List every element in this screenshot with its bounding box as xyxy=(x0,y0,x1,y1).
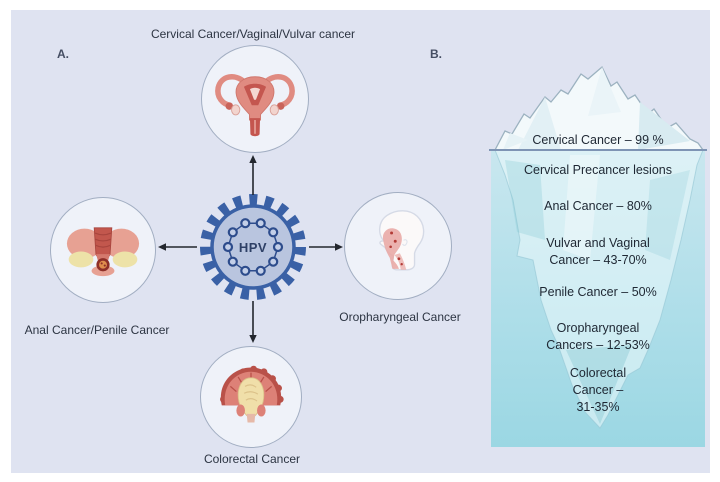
node-oropharyngeal-cancer xyxy=(344,192,452,300)
node-colorectal-cancer xyxy=(200,346,302,448)
hpv-label: HPV xyxy=(238,239,268,255)
anorectal-icon xyxy=(59,204,147,297)
iceberg-label-oropharyngeal-cancers: Oropharyngeal Cancers – 12-53% xyxy=(546,321,650,352)
panel-b-marker: B. xyxy=(430,47,442,61)
label-cervical-vaginal-vulvar: Cervical Cancer/Vaginal/Vulvar cancer xyxy=(150,27,356,41)
iceberg-label-anal-cancer: Anal Cancer – 80% xyxy=(544,199,652,213)
head-throat-icon xyxy=(352,198,444,295)
waterline xyxy=(489,149,707,151)
iceberg-label-penile-cancer: Penile Cancer – 50% xyxy=(539,285,657,299)
iceberg-label-vulvar-vaginal-cancer: Vulvar and Vaginal Cancer – 43-70% xyxy=(546,236,650,267)
panel-a-marker: A. xyxy=(57,47,69,61)
iceberg-label-cervical-cancer: Cervical Cancer – 99 % xyxy=(532,133,664,147)
label-anal-penile: Anal Cancer/Penile Cancer xyxy=(24,323,170,337)
iceberg-label-cervical-precancer: Cervical Precancer lesions xyxy=(524,163,672,177)
iceberg-label-colorectal-cancer: Colorectal Cancer – 31-35% xyxy=(569,366,627,414)
label-oropharyngeal: Oropharyngeal Cancer xyxy=(339,310,461,324)
colon-icon xyxy=(208,352,294,443)
hpv-virion-icon xyxy=(198,192,308,302)
node-anal-penile-cancer xyxy=(50,197,156,303)
uterus-icon xyxy=(209,51,301,148)
label-colorectal: Colorectal Cancer xyxy=(203,452,301,466)
node-cervical-cancer xyxy=(201,45,309,153)
